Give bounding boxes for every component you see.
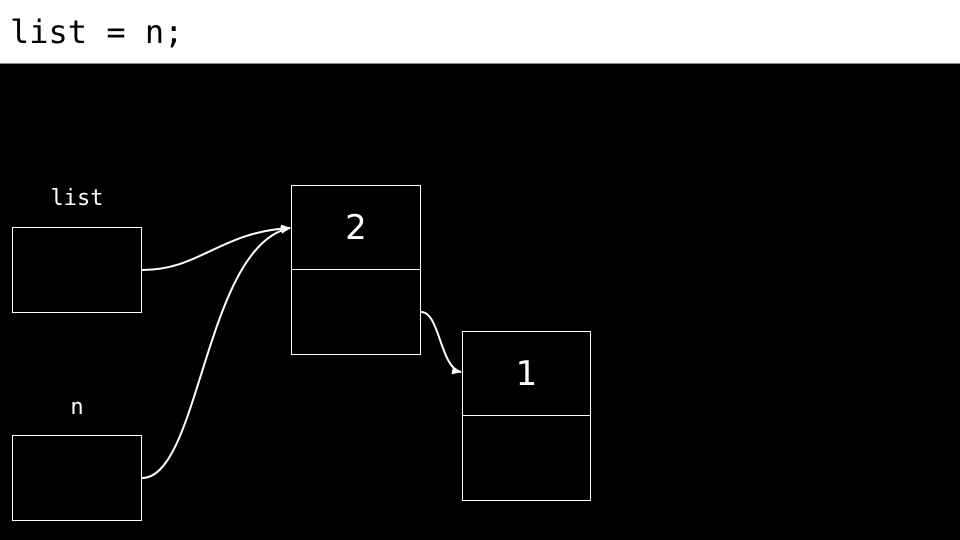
list-node-1: 2 (291, 185, 421, 355)
code-header: list = n; (0, 0, 960, 64)
node-data-field: 1 (463, 332, 590, 416)
node-next-field (292, 270, 420, 354)
code-statement: list = n; (10, 13, 184, 51)
variable-box-list (12, 227, 142, 313)
node-next-field (463, 416, 590, 500)
variable-label-list: list (50, 186, 104, 211)
variable-box-n (12, 435, 142, 521)
node-data-field: 2 (292, 186, 420, 270)
variable-label-n: n (70, 395, 84, 420)
list-node-2: 1 (462, 331, 591, 501)
